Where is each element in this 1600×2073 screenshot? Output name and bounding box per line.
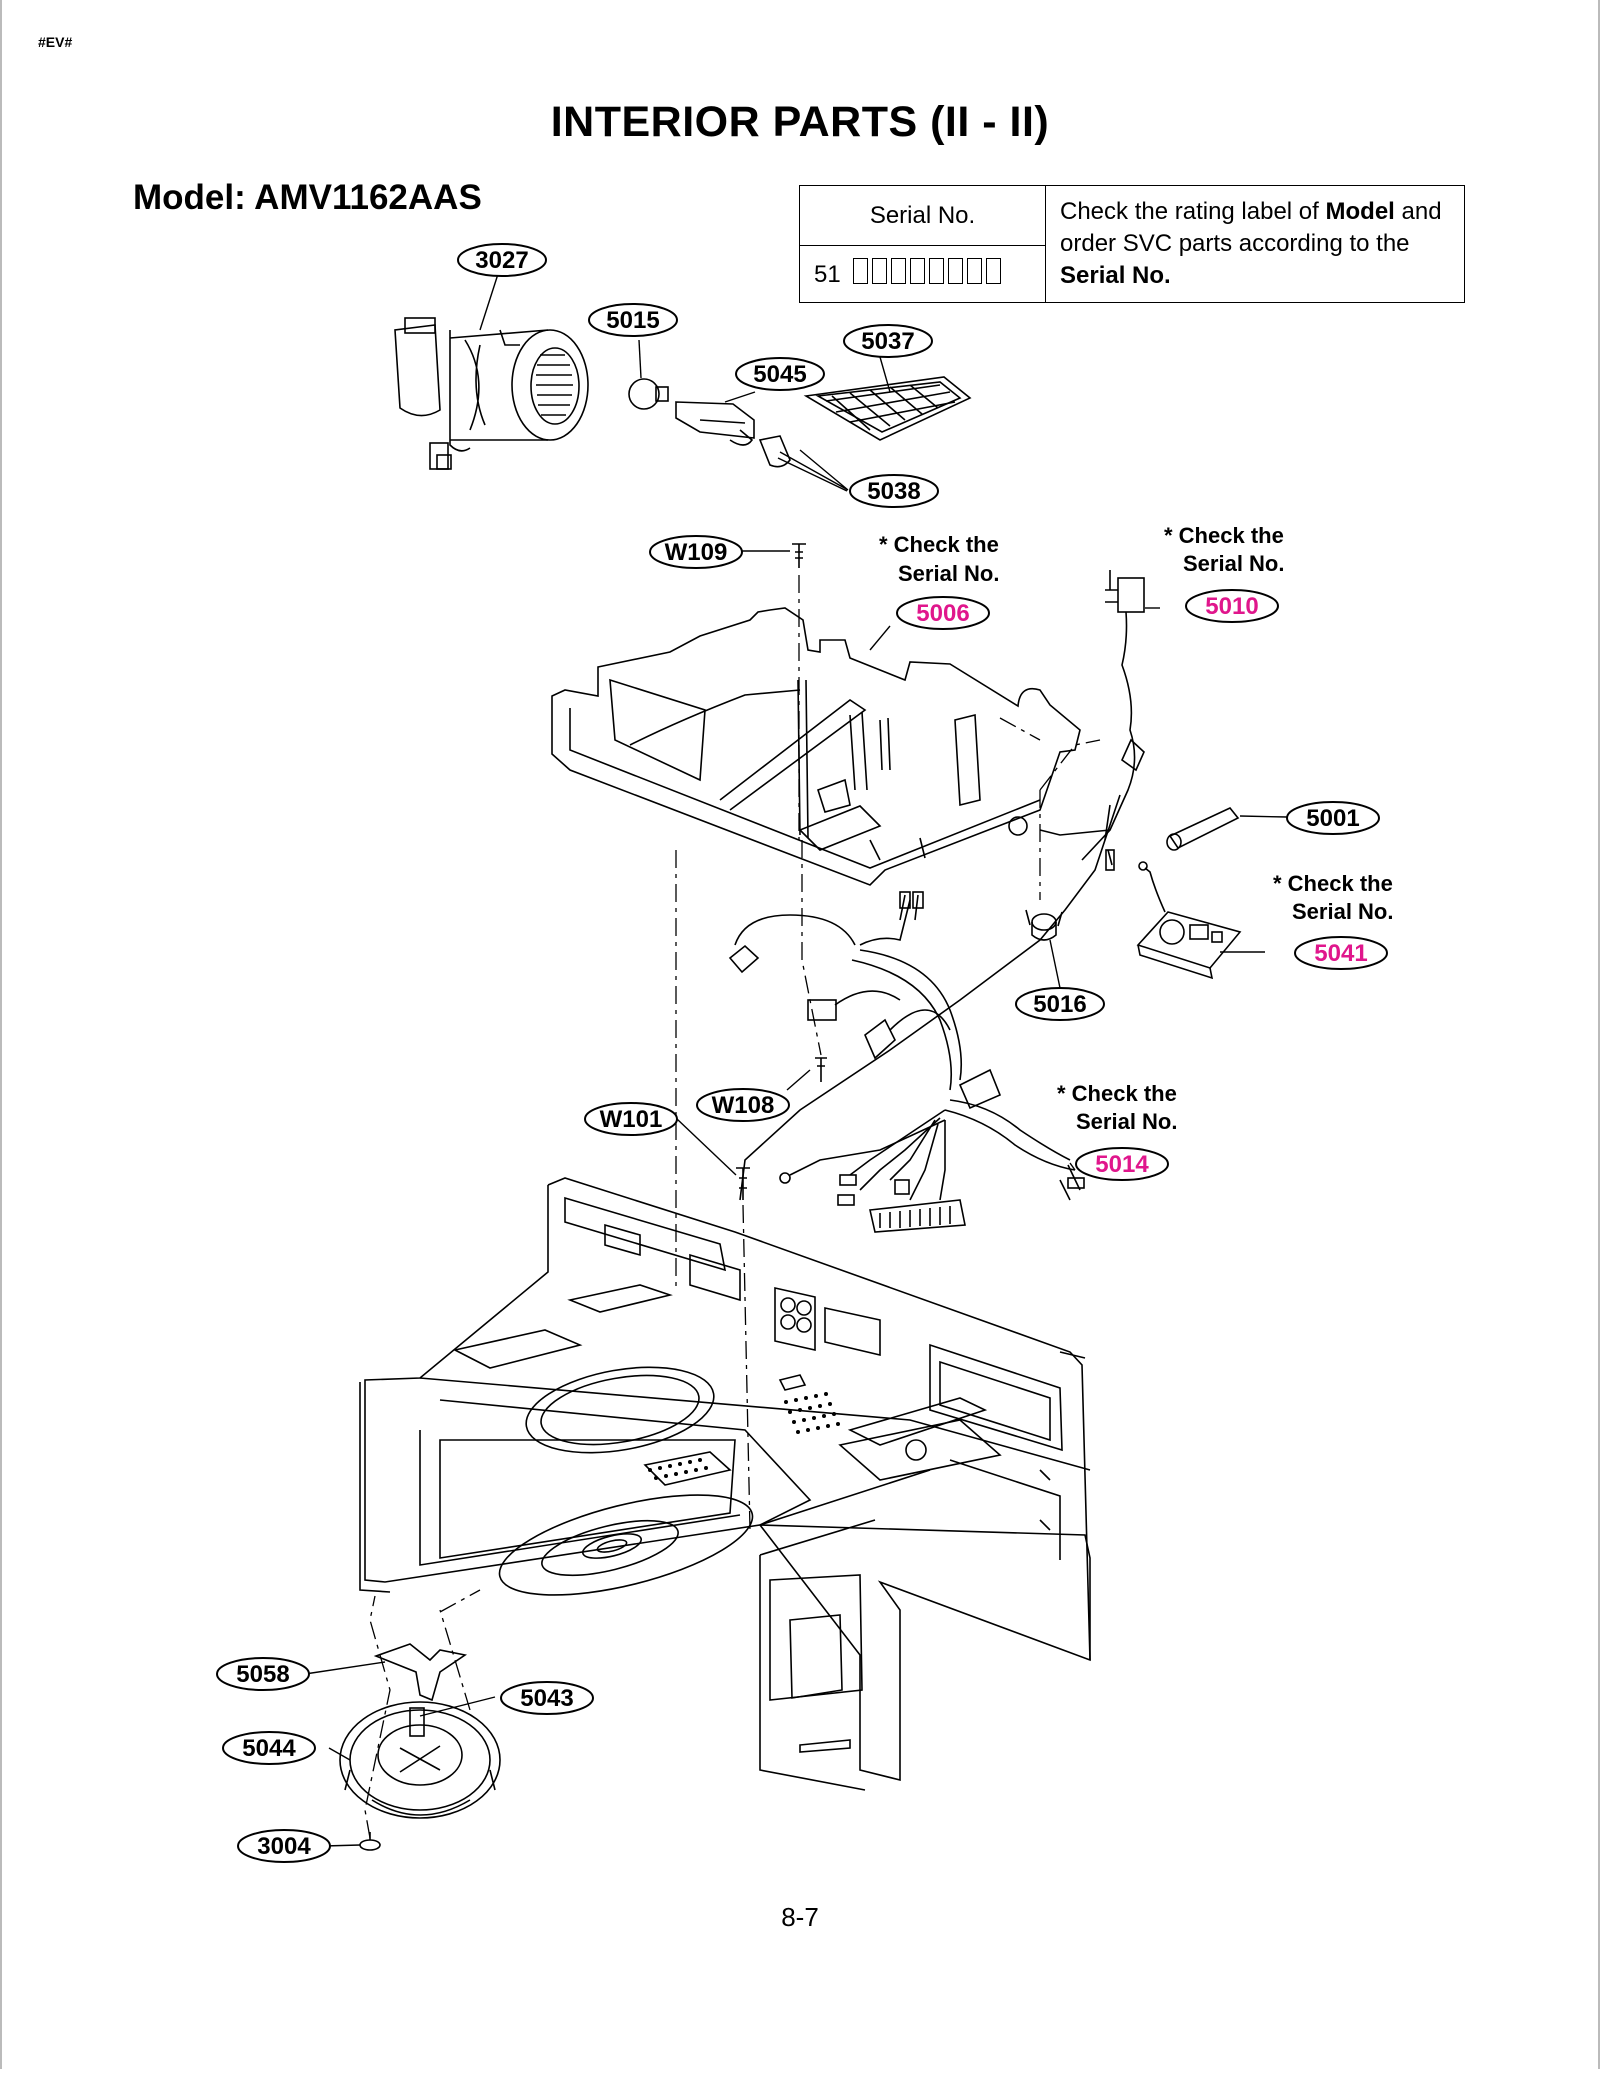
serial-boxes xyxy=(849,258,1001,291)
noise-filter-board xyxy=(1136,861,1242,980)
note-check-serial-5006: * Check the Serial No. xyxy=(879,532,999,586)
callout-5044: 5044 xyxy=(222,1731,316,1765)
callout-3004: 3004 xyxy=(237,1829,331,1863)
callout-5038: 5038 xyxy=(849,474,939,508)
svg-text:5037: 5037 xyxy=(861,328,914,355)
svg-text:* Check the: * Check the xyxy=(879,532,999,557)
lamp-assembly xyxy=(628,378,791,468)
svg-text:W109: W109 xyxy=(665,539,728,566)
svg-text:5015: 5015 xyxy=(606,307,659,334)
grease-filter xyxy=(803,376,972,441)
note-check-serial-5014: * Check the Serial No. xyxy=(1057,1081,1177,1134)
svg-text:* Check the: * Check the xyxy=(1057,1081,1177,1106)
callout-5001: 5001 xyxy=(1286,801,1380,835)
callout-5041: 5041 xyxy=(1294,936,1388,970)
callout-5037: 5037 xyxy=(843,324,933,358)
callout-5014: 5014 xyxy=(1075,1147,1169,1181)
callout-w109: W109 xyxy=(649,535,743,569)
svg-text:3004: 3004 xyxy=(257,1833,311,1860)
svg-text:Serial No.: Serial No. xyxy=(1292,899,1393,924)
serial-note: Check the rating label of Model and orde… xyxy=(1060,198,1442,289)
fuse xyxy=(1166,807,1240,851)
callout-5045: 5045 xyxy=(735,357,825,391)
page-title: INTERIOR PARTS (II - II) xyxy=(550,98,1050,146)
svg-text:5041: 5041 xyxy=(1314,940,1367,967)
svg-text:5010: 5010 xyxy=(1205,593,1258,620)
svg-text:* Check the: * Check the xyxy=(1273,871,1393,896)
svg-text:5058: 5058 xyxy=(236,1661,289,1688)
svg-text:5001: 5001 xyxy=(1306,805,1359,832)
callout-5058: 5058 xyxy=(216,1657,310,1691)
screws xyxy=(736,543,827,1200)
note-check-serial-5010: * Check the Serial No. xyxy=(1164,523,1284,576)
upper-frame xyxy=(551,607,1081,886)
svg-text:W101: W101 xyxy=(600,1106,663,1133)
callout-5006: 5006 xyxy=(896,596,990,630)
svg-text:W108: W108 xyxy=(712,1092,775,1119)
blower-fan xyxy=(394,317,589,470)
document-tag: #EV# xyxy=(38,34,73,50)
oven-cavity xyxy=(359,1177,1091,1791)
page-number: 8-7 xyxy=(781,1902,819,1932)
svg-text:5045: 5045 xyxy=(753,361,806,388)
thermostat xyxy=(1025,909,1063,941)
svg-text:5014: 5014 xyxy=(1095,1151,1149,1178)
callout-w108: W108 xyxy=(696,1088,790,1122)
serial-prefix: 51 xyxy=(814,260,841,288)
svg-text:Serial No.: Serial No. xyxy=(1183,551,1284,576)
alignment-lines xyxy=(364,575,1101,1839)
callout-5043: 5043 xyxy=(500,1681,594,1715)
leader-lines xyxy=(304,273,1288,1847)
svg-text:3027: 3027 xyxy=(475,247,528,274)
callout-5016: 5016 xyxy=(1015,987,1105,1021)
svg-text:5043: 5043 xyxy=(520,1685,573,1712)
wire-harness xyxy=(728,891,1085,1233)
callout-5015: 5015 xyxy=(588,303,678,337)
svg-text:5038: 5038 xyxy=(867,478,920,505)
stirrer-assembly xyxy=(339,1643,501,1851)
note-check-serial-5041: * Check the Serial No. xyxy=(1273,871,1393,924)
svg-text:5044: 5044 xyxy=(242,1735,296,1762)
svg-text:5006: 5006 xyxy=(916,600,969,627)
svg-text:5016: 5016 xyxy=(1033,991,1086,1018)
model-label: Model: AMV1162AAS xyxy=(133,178,482,217)
svg-text:Serial No.: Serial No. xyxy=(898,561,999,586)
callout-5010: 5010 xyxy=(1185,589,1279,623)
callout-w101: W101 xyxy=(584,1102,678,1136)
svg-text:* Check the: * Check the xyxy=(1164,523,1284,548)
svg-text:Serial No.: Serial No. xyxy=(1076,1109,1177,1134)
callout-3027: 3027 xyxy=(457,243,547,277)
serial-heading: Serial No. xyxy=(800,186,1046,246)
vent-perforations xyxy=(648,1392,840,1480)
serial-number-row: 51 xyxy=(800,246,1046,303)
power-cord xyxy=(739,570,1145,1201)
serial-table: Serial No. 51 Check the rating label of … xyxy=(799,185,1465,303)
